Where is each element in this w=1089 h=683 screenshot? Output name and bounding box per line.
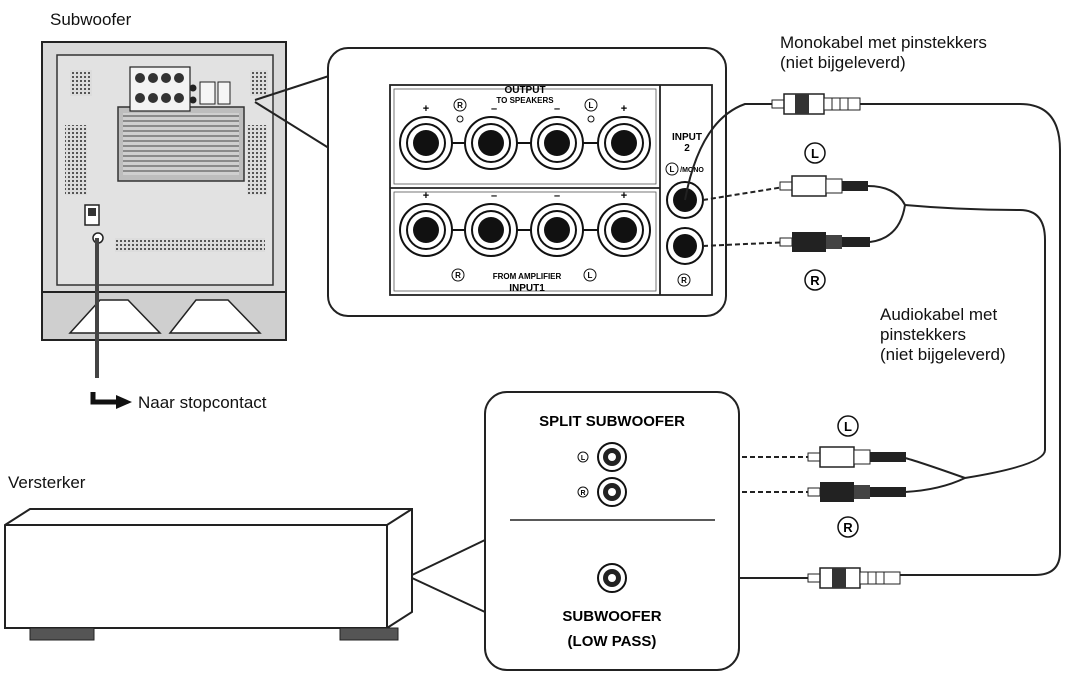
split-subwoofer-label: SPLIT SUBWOOFER <box>539 413 685 430</box>
amp-left-marker: L <box>577 451 589 463</box>
input1-label: INPUT1 <box>509 283 545 294</box>
input2-number: 2 <box>684 143 690 154</box>
amp-jack-right <box>597 477 627 507</box>
to-speakers-label: TO SPEAKERS <box>496 96 554 105</box>
mono-plug-top-icon <box>771 93 861 115</box>
audio-plug-left-top-icon <box>779 175 868 197</box>
input2-right-marker: R <box>677 273 691 287</box>
amp-right-marker: R <box>577 486 589 498</box>
mains-label: Naar stopcontact <box>138 393 267 412</box>
svg-text:L: L <box>588 271 593 280</box>
svg-text:R: R <box>681 276 687 285</box>
plug-right-marker-top: R <box>804 269 826 291</box>
svg-text:L: L <box>581 455 586 462</box>
amplifier-body <box>4 508 413 641</box>
output-label: OUTPUT <box>504 85 545 96</box>
binding-posts <box>399 116 651 257</box>
output-minus-2: – <box>554 103 560 115</box>
mono-cable-label: Monokabel met pinstekkers (niet bijgelev… <box>780 33 987 73</box>
svg-text:R: R <box>580 490 585 497</box>
audio-cable <box>622 185 1046 493</box>
input1-terminal-2 <box>464 203 518 257</box>
mono-cable-line2: (niet bijgeleverd) <box>780 53 906 72</box>
output-plus-1: + <box>423 103 429 115</box>
audio-cable-line1: Audiokabel met <box>880 305 998 324</box>
svg-text:L: L <box>811 146 819 161</box>
output-left-marker: L <box>584 98 598 123</box>
input-minus-2: – <box>554 190 560 202</box>
mono-cable-line1: Monokabel met pinstekkers <box>780 33 987 52</box>
svg-text:L: L <box>670 165 675 174</box>
svg-text:R: R <box>457 101 463 110</box>
audio-plug-left-bottom-icon <box>807 446 906 468</box>
plug-right-marker-bottom: R <box>837 516 859 538</box>
input2-left-marker: L <box>665 162 679 176</box>
svg-text:L: L <box>589 101 594 110</box>
audio-cable-line2: pinstekkers <box>880 325 966 344</box>
output-terminal-2 <box>464 116 518 170</box>
svg-text:R: R <box>843 520 853 535</box>
amp-jack-subwoofer <box>597 563 627 593</box>
input-plus-2: + <box>621 190 627 202</box>
input2-label: INPUT <box>672 132 702 143</box>
audio-plug-right-bottom-icon <box>807 482 906 502</box>
plug-left-marker-bottom: L <box>837 415 859 437</box>
subwoofer-rear <box>41 41 287 378</box>
input1-left-marker: L <box>583 268 597 282</box>
input1-terminal-1 <box>399 203 453 257</box>
svg-text:L: L <box>844 419 852 434</box>
audio-plug-right-top-icon <box>779 232 870 252</box>
input1-right-marker: R <box>451 268 465 282</box>
mains-arrow-icon <box>90 392 132 409</box>
input-minus-1: – <box>491 190 497 202</box>
output-terminal-3 <box>530 116 584 170</box>
output-terminal-4 <box>597 116 651 170</box>
output-minus-1: – <box>491 103 497 115</box>
subwoofer-label: Subwoofer <box>50 10 132 29</box>
output-terminal-1 <box>399 116 453 170</box>
amp-subwoofer-label: SUBWOOFER <box>562 608 661 625</box>
audio-cable-label: Audiokabel met pinstekkers (niet bijgele… <box>880 305 1006 365</box>
from-amplifier-label: FROM AMPLIFIER <box>493 272 562 281</box>
amp-low-pass-label: (LOW PASS) <box>568 633 657 650</box>
amplifier-terminal-panel <box>484 391 740 671</box>
mono-plug-bottom-icon <box>807 567 901 589</box>
svg-text:R: R <box>810 273 820 288</box>
svg-text:R: R <box>455 271 461 280</box>
output-plus-2: + <box>621 103 627 115</box>
input-plus-1: + <box>423 190 429 202</box>
output-right-marker: R <box>453 98 467 123</box>
amp-jack-left <box>597 442 627 472</box>
audio-cable-line3: (niet bijgeleverd) <box>880 345 1006 364</box>
input1-terminal-3 <box>530 203 584 257</box>
plug-left-marker-top: L <box>804 142 826 164</box>
input1-terminal-4 <box>597 203 651 257</box>
amplifier-label: Versterker <box>8 473 86 492</box>
